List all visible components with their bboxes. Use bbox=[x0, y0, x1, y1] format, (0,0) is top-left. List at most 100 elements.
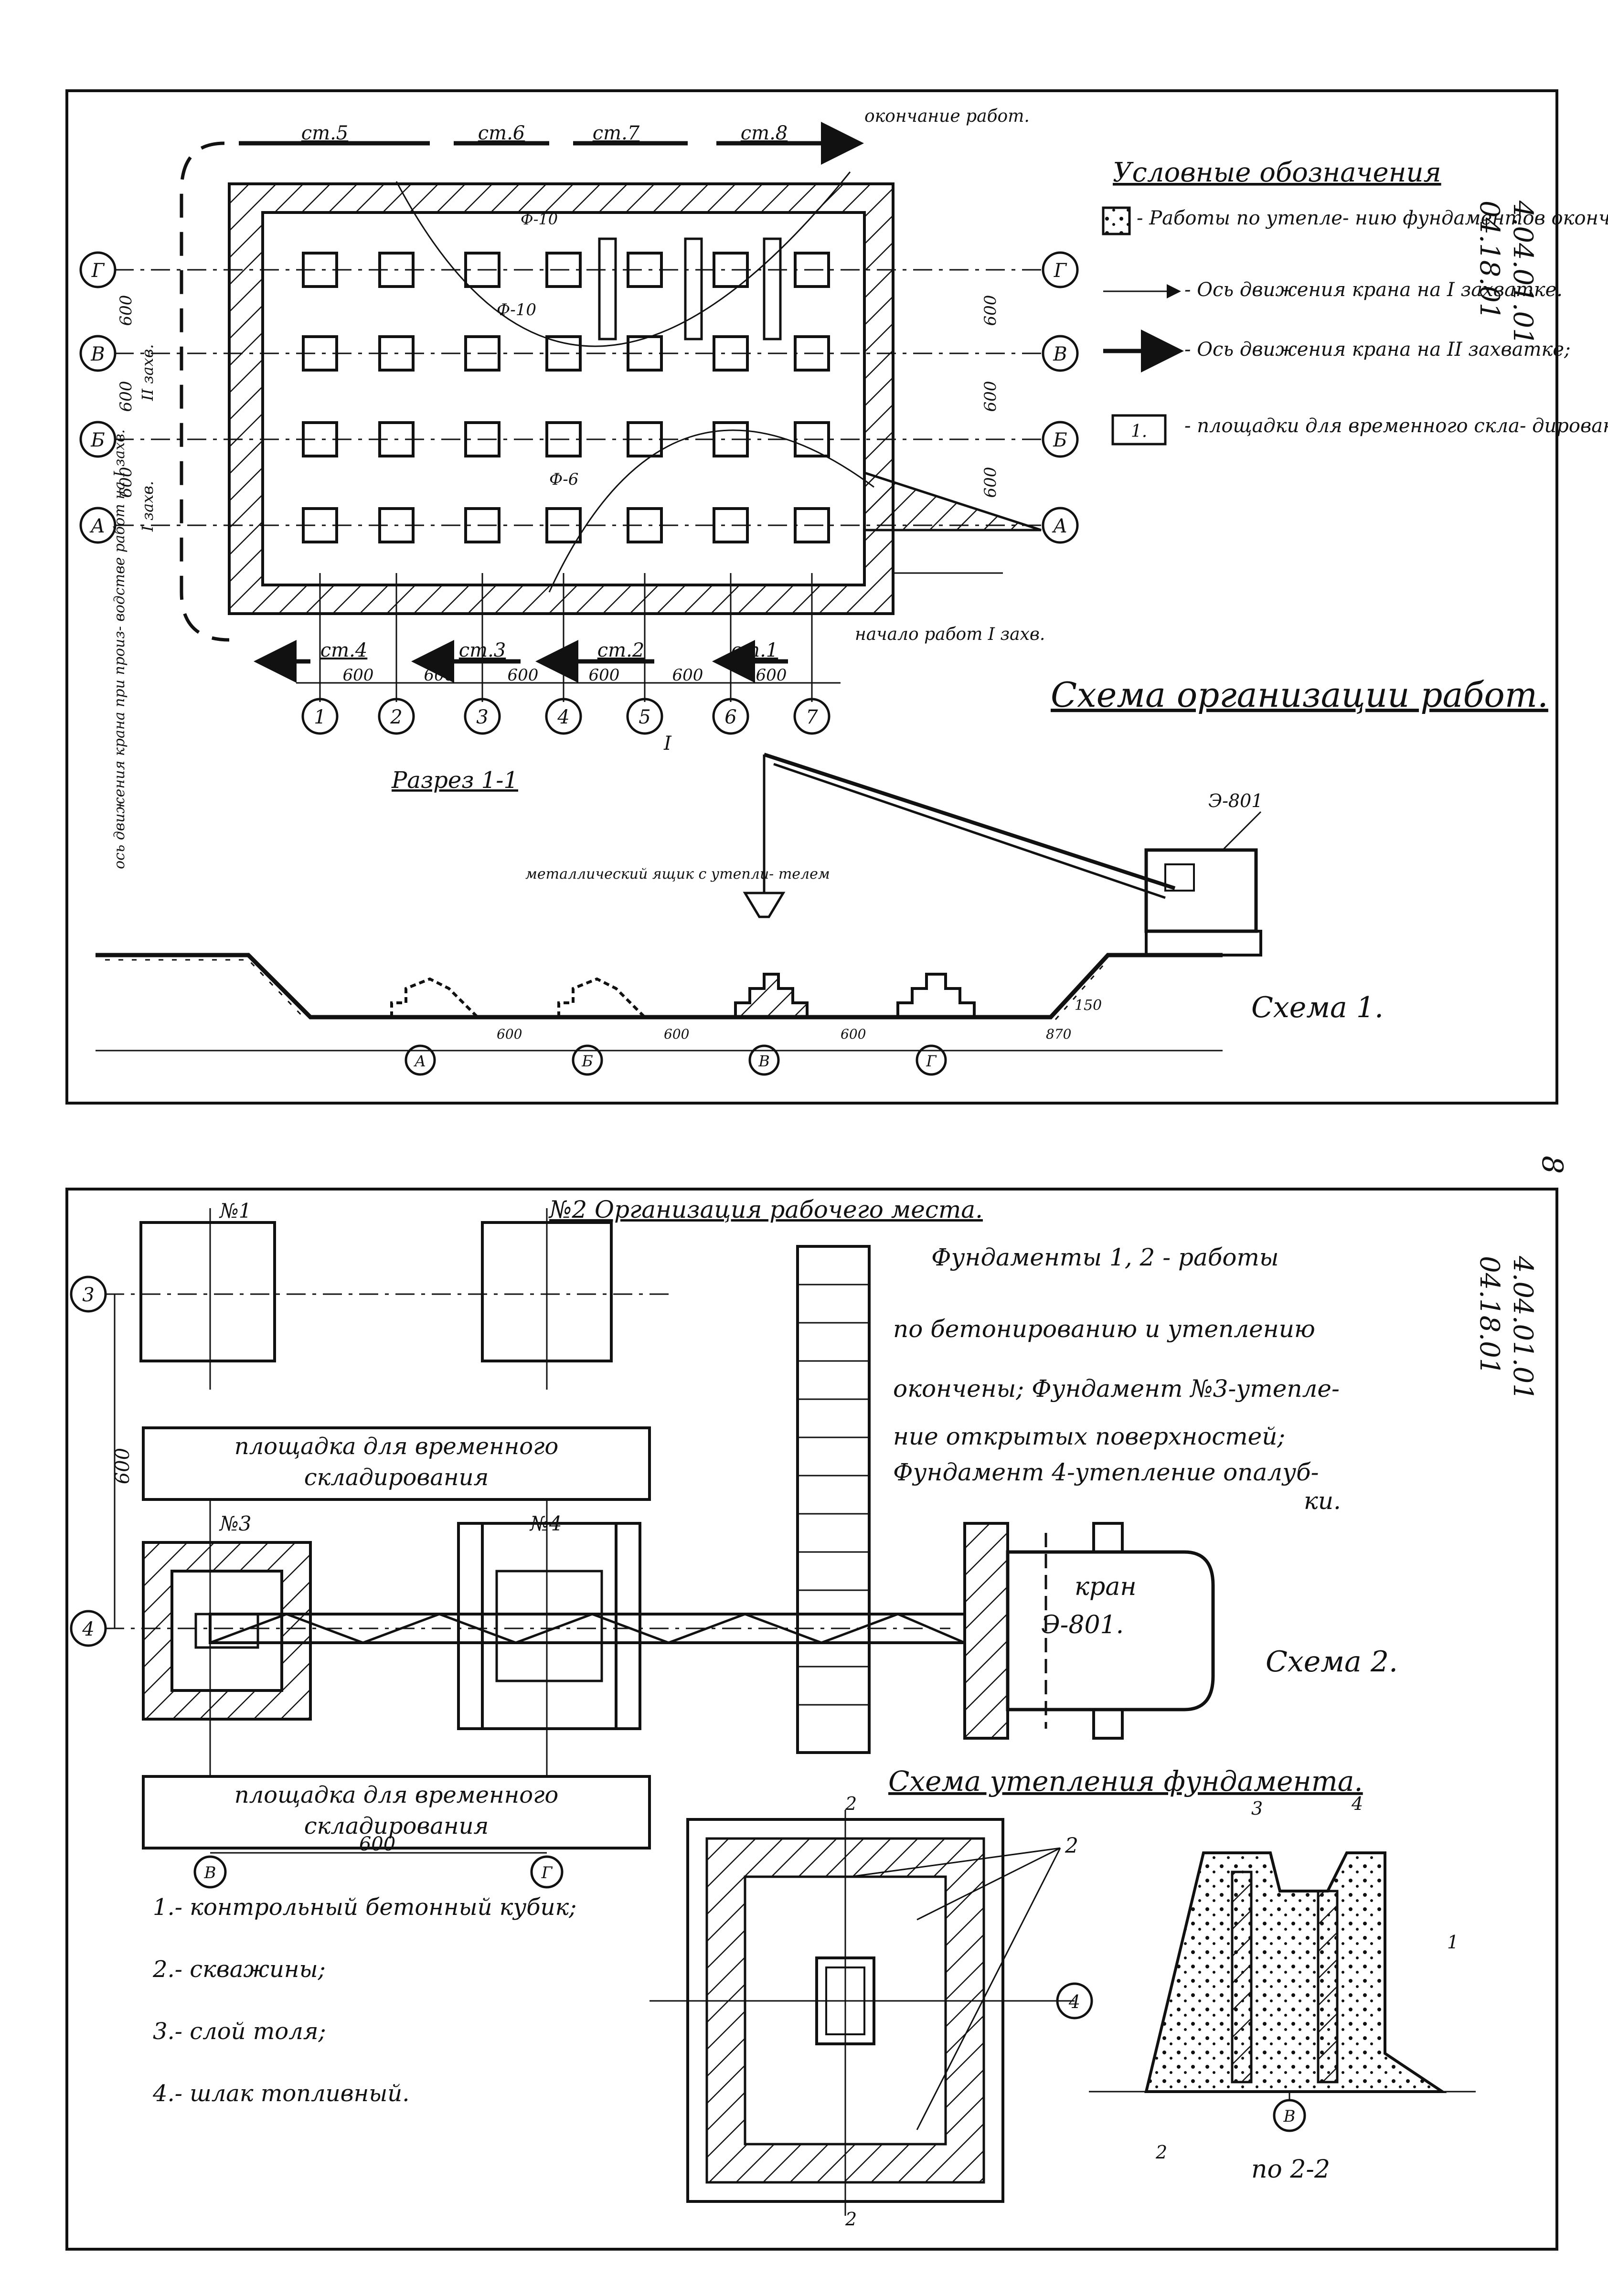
axis-label-col: 7 bbox=[806, 706, 818, 728]
foundation bbox=[464, 335, 501, 372]
doc-code: 04.18.01 bbox=[1474, 201, 1505, 319]
callout-label: 1 bbox=[1447, 1932, 1459, 1953]
axis-bubble bbox=[530, 1855, 564, 1889]
insulation-plan bbox=[650, 1810, 1075, 2216]
callout-label: 2 bbox=[1065, 1834, 1078, 1858]
foundation bbox=[794, 507, 830, 543]
legend: Условные обозначения - Работы по утепле-… bbox=[1102, 157, 1608, 446]
doc-code: 04.18.01 bbox=[1474, 1256, 1505, 1375]
insulation-section bbox=[1089, 1851, 1476, 2132]
foundation bbox=[627, 335, 663, 372]
callout-label: 3 bbox=[1251, 1798, 1263, 1819]
access-ramp bbox=[863, 471, 1042, 531]
axis-label-col: 6 bbox=[724, 706, 736, 728]
storage-area-2 bbox=[142, 1775, 651, 1850]
storage-area-label: складирования bbox=[304, 1464, 489, 1491]
section-axis-label: В bbox=[1283, 2107, 1296, 2126]
svg-text:600: 600 bbox=[672, 666, 703, 685]
materials-legend: 1.- контрольный бетонный кубик; 2.- сква… bbox=[152, 1894, 576, 2107]
section-mark: 2 bbox=[845, 1793, 857, 1814]
svg-text:600: 600 bbox=[117, 381, 136, 412]
foundation-3-label: №3 bbox=[219, 1512, 251, 1535]
svg-text:600: 600 bbox=[508, 666, 539, 685]
dim-label: 600 bbox=[664, 1026, 689, 1042]
crane-radius-arc bbox=[548, 429, 874, 593]
crane-label: кран bbox=[1075, 1573, 1137, 1601]
axis-label: Г bbox=[541, 1863, 553, 1882]
foundation bbox=[464, 507, 501, 543]
note-line: ки. bbox=[1304, 1487, 1341, 1515]
foundation bbox=[627, 252, 663, 288]
bottom-panel-frame bbox=[65, 1188, 1558, 2251]
callout-label: 4 bbox=[1068, 1991, 1080, 2012]
section-profile bbox=[96, 953, 1223, 1052]
page-number: 8 bbox=[1535, 1156, 1569, 1174]
foundation bbox=[378, 335, 415, 372]
svg-text:600: 600 bbox=[756, 666, 787, 685]
storage-area-label: площадка для временного bbox=[234, 1782, 559, 1808]
stage-label: ст.3 bbox=[459, 639, 506, 661]
legend-item: - Работы по утепле- нию фундаментов окон… bbox=[1137, 207, 1608, 229]
insulation-box-bucket bbox=[743, 892, 786, 918]
storage-pad bbox=[763, 237, 782, 340]
foundation bbox=[627, 421, 663, 457]
note-line: ние открытых поверхностей; bbox=[893, 1423, 1285, 1450]
note-line: Фундамент 4-утепление опалуб- bbox=[893, 1458, 1319, 1486]
workplace-title: №2 Организация рабочего места. bbox=[548, 1196, 983, 1223]
svg-text:600: 600 bbox=[343, 666, 374, 685]
callout-label: 4 bbox=[1351, 1793, 1363, 1814]
top-panel-frame bbox=[65, 89, 1558, 1105]
excavation-pit bbox=[228, 182, 1042, 615]
svg-text:600: 600 bbox=[981, 467, 1000, 498]
section-caption: по 2-2 bbox=[1251, 2155, 1330, 2184]
legend-item: - Ось движения крана на II захватке; bbox=[1184, 339, 1571, 361]
axis-label: 3 bbox=[82, 1284, 94, 1306]
section-mark: 2 bbox=[845, 2209, 857, 2230]
axis-bubble bbox=[193, 1855, 227, 1889]
doc-code: 4.04.01.01 bbox=[1507, 1255, 1538, 1401]
foundation bbox=[302, 252, 338, 288]
storage-area-label: складирования bbox=[304, 1813, 489, 1839]
storage-area-label: площадка для временного bbox=[234, 1433, 559, 1460]
axis-label-row: А bbox=[89, 515, 105, 537]
axis-label-row: Б bbox=[90, 429, 105, 451]
svg-text:600: 600 bbox=[117, 467, 136, 498]
foundation bbox=[378, 252, 415, 288]
note-line: окончены; Фундамент №3-утепле- bbox=[893, 1375, 1340, 1403]
legend-swatch-insulated bbox=[1102, 206, 1131, 235]
callout-4-bubble bbox=[1056, 1982, 1093, 2020]
stage-label: ст.2 bbox=[597, 639, 645, 661]
notes-block: Фундаменты 1, 2 - работы по бетонировани… bbox=[893, 1244, 1341, 1515]
stage-label: ст.1 bbox=[731, 639, 778, 661]
stage-label: ст.8 bbox=[741, 122, 788, 144]
start-of-works-label: начало работ I захв. bbox=[855, 625, 1045, 644]
note-line: Фундаменты 1, 2 - работы bbox=[931, 1244, 1279, 1271]
crane-model-label: Э-801 bbox=[1208, 790, 1263, 811]
axis-label-col: 2 bbox=[390, 706, 402, 728]
end-of-works-label: окончание работ. bbox=[864, 106, 1030, 126]
stage-label: ст.6 bbox=[478, 122, 525, 144]
radius-label: Ф-10 bbox=[497, 300, 536, 319]
dim-label: 870 bbox=[1046, 1026, 1071, 1042]
dim-label: 600 bbox=[112, 1448, 134, 1484]
axis-label-row: А bbox=[1052, 515, 1067, 537]
axis-label-row: Г bbox=[91, 260, 105, 282]
storage-pad bbox=[598, 237, 617, 340]
column-axis-bubbles bbox=[301, 698, 831, 735]
legend-item: - Ось движения крана на I захватке. bbox=[1184, 279, 1563, 301]
dim-label: 600 bbox=[497, 1026, 522, 1042]
section-marker: I bbox=[663, 733, 672, 755]
stage-label: ст.7 bbox=[593, 122, 640, 144]
scheme-1-label: Схема 1. bbox=[1251, 991, 1384, 1024]
section-axis-label: Б bbox=[581, 1052, 593, 1070]
legend-box-label: 1. bbox=[1131, 422, 1147, 441]
section-axis-label: В bbox=[758, 1052, 770, 1070]
storage-pad bbox=[684, 237, 703, 340]
foundation bbox=[545, 421, 582, 457]
crane-axis-note: ось движения крана при произ- водстве ра… bbox=[111, 429, 128, 869]
top-panel: Г В Б А Г В Б А 1 2 3 4 5 6 7 600 600 60… bbox=[65, 89, 1608, 1105]
zone-label-1: I захв. bbox=[138, 481, 157, 532]
svg-text:600: 600 bbox=[424, 666, 455, 685]
axis-label-row: В bbox=[1053, 343, 1067, 365]
